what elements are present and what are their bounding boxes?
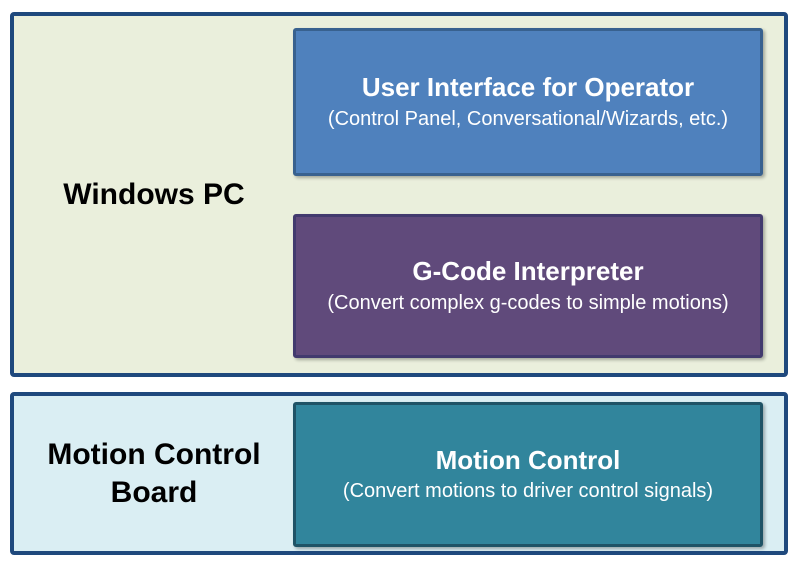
user-interface-block: User Interface for Operator (Control Pan… [293, 28, 763, 176]
motion-control-title: Motion Control [435, 444, 621, 475]
motion-control-block: Motion Control (Convert motions to drive… [293, 402, 763, 547]
windows-pc-section: Windows PC User Interface for Operator (… [10, 12, 788, 377]
motion-control-board-section: Motion Control Board Motion Control (Con… [10, 392, 788, 555]
windows-pc-label-text: Windows PC [63, 177, 245, 211]
gcode-interpreter-title: G-Code Interpreter [412, 256, 644, 287]
user-interface-title: User Interface for Operator [361, 72, 695, 103]
motion-control-board-label-text: Motion Control Board [47, 438, 261, 509]
gcode-interpreter-block: G-Code Interpreter (Convert complex g-co… [293, 214, 763, 358]
motion-control-subtitle: (Convert motions to driver control signa… [342, 480, 714, 503]
motion-control-board-label: Motion Control Board [14, 396, 294, 551]
windows-pc-label: Windows PC [14, 16, 294, 373]
user-interface-subtitle: (Control Panel, Conversational/Wizards, … [327, 107, 729, 130]
gcode-interpreter-subtitle: (Convert complex g-codes to simple motio… [327, 291, 729, 314]
